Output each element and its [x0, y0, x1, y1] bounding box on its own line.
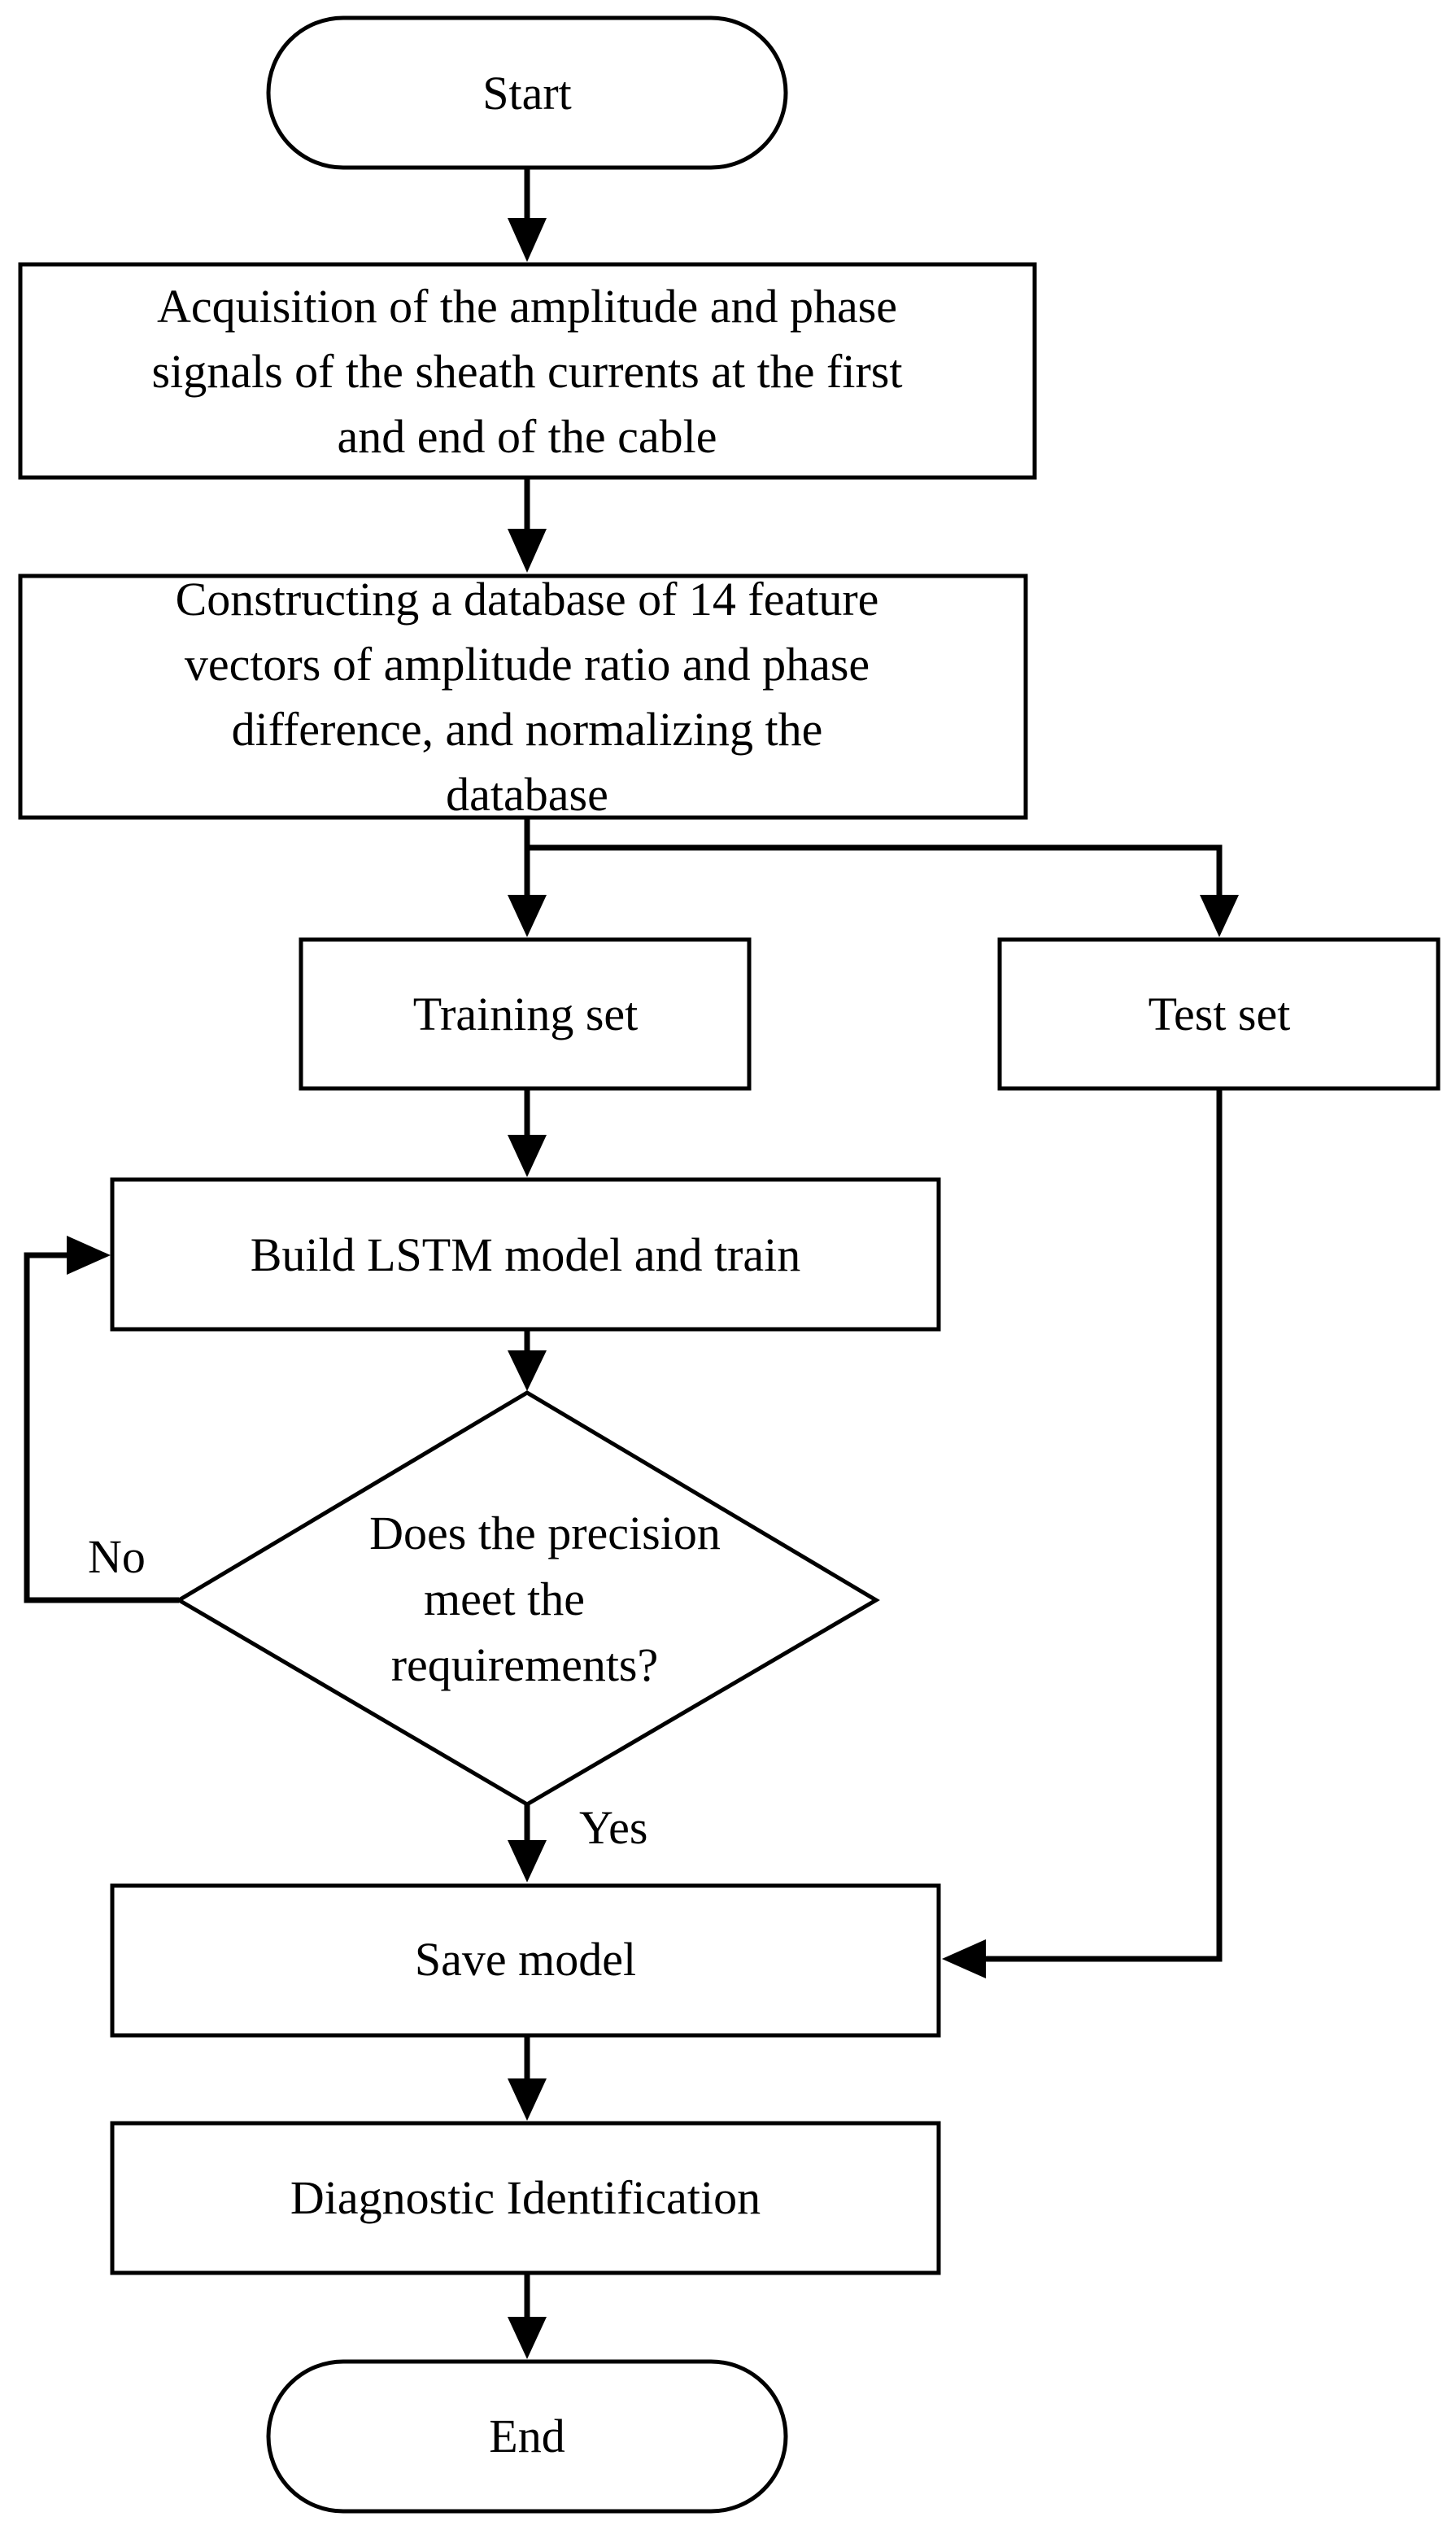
build-lstm-label: Build LSTM model and train — [251, 1228, 801, 1281]
arrow-decision-yes-to-save — [508, 1804, 547, 1882]
database-line-3: difference, and normalizing the — [232, 703, 823, 756]
diagnostic-node: Diagnostic Identification — [110, 2121, 941, 2275]
test-set-label: Test set — [1149, 988, 1291, 1040]
database-node: Constructing a database of 14 feature ve… — [18, 573, 1028, 821]
arrow-test-to-save — [942, 1088, 1223, 1978]
training-set-label: Training set — [413, 988, 639, 1040]
arrow-save-to-diagnostic — [508, 2035, 547, 2121]
end-label: End — [489, 2410, 565, 2462]
start-label: Start — [482, 67, 572, 120]
decision-node: Does the precision meet the requirements… — [175, 1390, 880, 1807]
decision-line-1: Does the precision — [369, 1507, 721, 1559]
acquisition-line-1: Acquisition of the amplitude and phase — [157, 280, 897, 333]
arrow-database-to-training — [508, 818, 547, 937]
save-model-label: Save model — [415, 1933, 636, 1986]
arrow-diagnostic-to-end — [508, 2273, 547, 2359]
no-label: No — [88, 1530, 146, 1583]
acquisition-line-3: and end of the cable — [337, 410, 717, 463]
arrow-start-to-acquisition — [508, 168, 547, 262]
end-node: End — [266, 2359, 788, 2514]
build-lstm-node: Build LSTM model and train — [110, 1177, 941, 1332]
training-set-node: Training set — [299, 937, 752, 1091]
arrow-database-to-test — [527, 844, 1239, 937]
arrow-decision-no-loop — [24, 1236, 179, 1603]
database-line-4: database — [446, 768, 608, 821]
decision-line-3: requirements? — [391, 1638, 659, 1691]
decision-line-2: meet the — [424, 1572, 585, 1625]
save-model-node: Save model — [110, 1883, 941, 2038]
arrow-build-to-decision — [508, 1329, 547, 1391]
database-line-2: vectors of amplitude ratio and phase — [185, 638, 870, 691]
test-set-node: Test set — [997, 937, 1441, 1091]
acquisition-line-2: signals of the sheath currents at the fi… — [152, 345, 903, 398]
diagnostic-label: Diagnostic Identification — [290, 2171, 761, 2224]
acquisition-node: Acquisition of the amplitude and phase s… — [18, 262, 1037, 480]
yes-label: Yes — [579, 1801, 647, 1854]
arrow-training-to-build — [508, 1088, 547, 1177]
arrow-acquisition-to-database — [508, 478, 547, 573]
start-node: Start — [266, 15, 788, 170]
database-line-1: Constructing a database of 14 feature — [176, 573, 879, 626]
